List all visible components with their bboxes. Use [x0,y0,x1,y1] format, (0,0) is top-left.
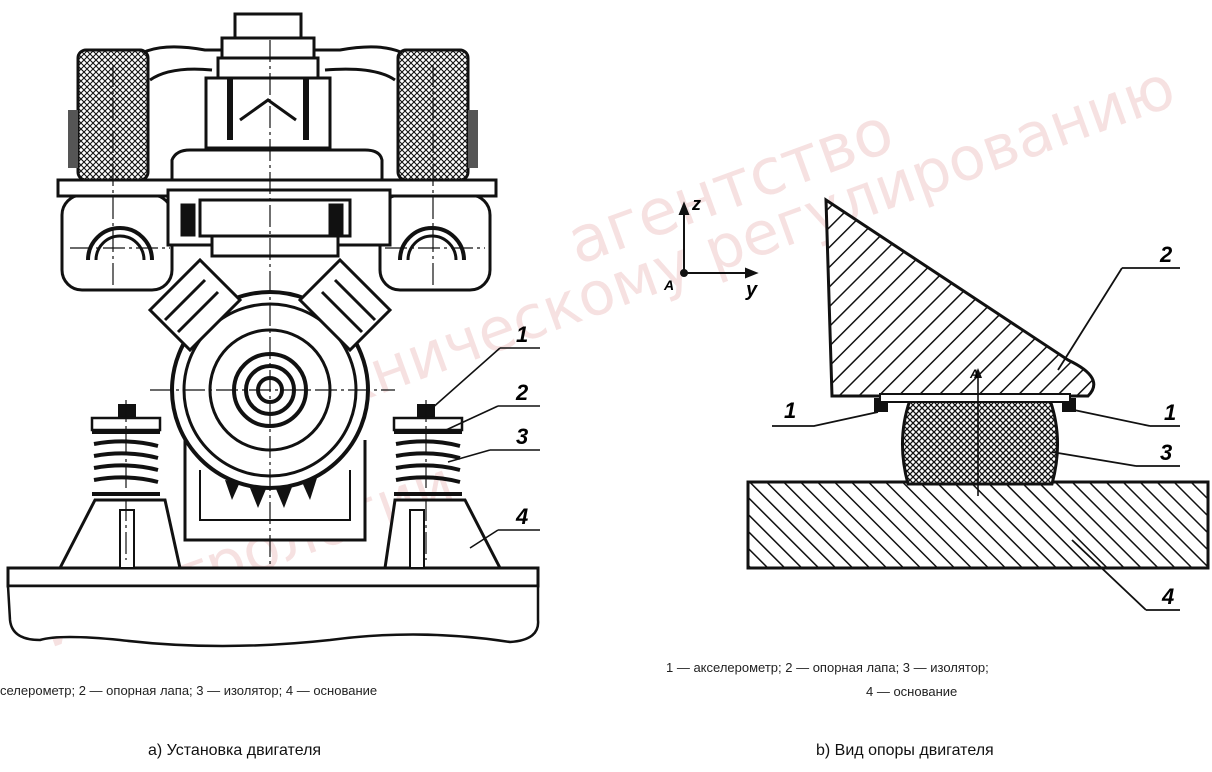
axis-z-label: z [691,194,701,214]
accelerometer-left [118,404,136,420]
head-right [378,193,492,292]
legend-a: селерометр; 2 — опорная лапа; 3 — изолят… [0,683,378,698]
callout-b-1-right: 1 [1164,400,1176,425]
callout-a-1: 1 [516,322,528,347]
gear-teeth [225,478,317,508]
isolator-block [901,398,1059,486]
engine-drawing: 1 2 3 4 [6,12,540,648]
callout-b-2: 2 [1159,242,1173,267]
point-a-label: A [969,367,979,381]
mount-drawing: z y A A 1 1 2 3 4 [663,194,1210,611]
turbocharger [204,12,332,150]
center-lines [70,40,485,565]
caption-b: b) Вид опоры двигателя [816,742,994,759]
callout-a-4: 4 [515,504,528,529]
figure-b-engine-mount: z y A A 1 1 2 3 4 1 — акселерометр; 2 — [640,0,1212,767]
cylinder-bank-right [297,257,393,353]
engine-support-foot [824,197,1096,398]
cylinder-bank-left [147,257,243,353]
callout-b-3: 3 [1160,440,1172,465]
caption-a: а) Установка двигателя [148,742,322,759]
coordinate-axes [678,201,759,279]
callout-b-4: 4 [1161,584,1174,609]
legend-b-line1: 1 — акселерометр; 2 — опорная лапа; 3 — … [666,660,989,675]
intake-block [166,148,392,258]
figure-a-engine-installation: 1 2 3 4 селерометр; 2 — опорная лапа; 3 … [0,12,540,759]
head-left [60,193,174,292]
foundation [6,584,540,648]
leader-lines-b [772,267,1180,611]
support-block-right [383,498,503,570]
leader-lines-a [429,347,540,549]
base-plate [6,566,540,588]
axis-origin-label: A [663,277,674,293]
callout-b-1-left: 1 [784,398,796,423]
legend-b-line2: 4 — основание [866,684,958,699]
callout-a-2: 2 [515,380,529,405]
axis-y-label: y [745,279,758,301]
foundation-block [746,480,1210,570]
isolator-spring-right [394,430,462,496]
callout-a-3: 3 [516,424,528,449]
